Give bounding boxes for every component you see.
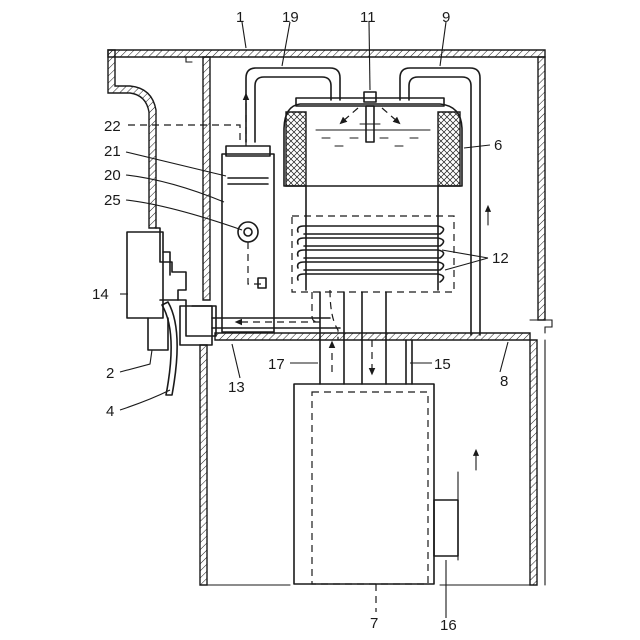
label-12: 12 (492, 250, 509, 267)
label-20: 20 (104, 167, 121, 184)
reservoir-20 (222, 96, 274, 332)
label-22: 22 (104, 118, 121, 135)
label-6: 6 (494, 137, 502, 154)
label-21: 21 (104, 143, 121, 160)
label-8: 8 (500, 373, 508, 390)
flow-arrows (458, 208, 488, 560)
label-4: 4 (106, 403, 114, 420)
label-7: 7 (370, 615, 378, 632)
label-15: 15 (434, 356, 451, 373)
label-2: 2 (106, 365, 114, 382)
label-14: 14 (92, 286, 109, 303)
label-1: 1 (236, 9, 244, 26)
label-16: 16 (440, 617, 457, 634)
label-11: 11 (360, 9, 376, 26)
label-9: 9 (442, 9, 450, 26)
tank-6 (284, 92, 462, 290)
coil-12 (292, 216, 454, 292)
label-13: 13 (228, 379, 245, 396)
label-25: 25 (104, 192, 121, 209)
unit-7 (294, 384, 458, 612)
pipe-9 (400, 68, 480, 335)
label-17: 17 (268, 356, 285, 373)
label-19: 19 (282, 9, 299, 26)
